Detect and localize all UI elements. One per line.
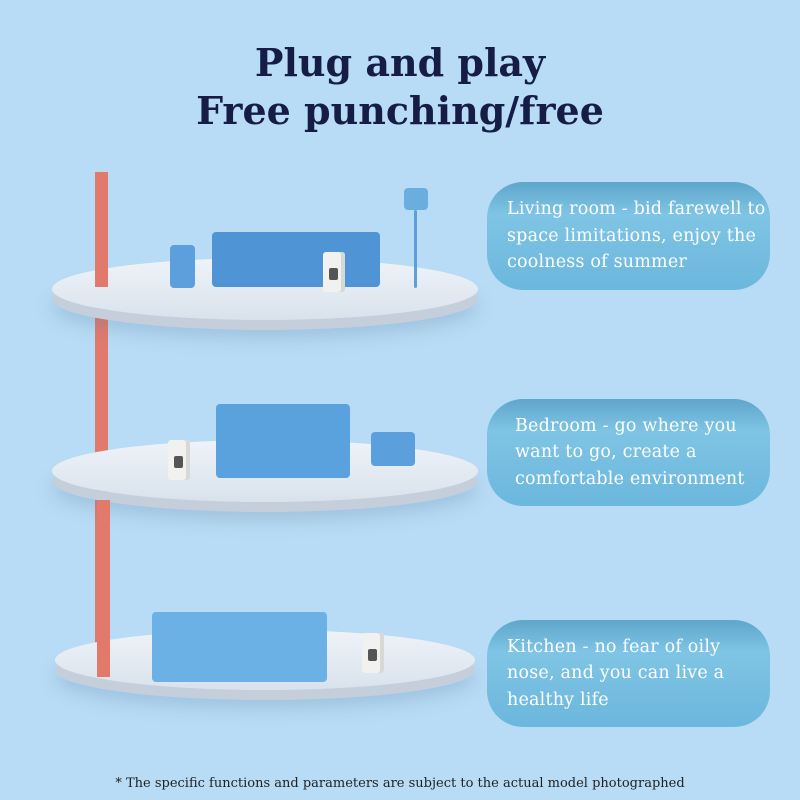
sofa [212,232,380,287]
caption-text: Living room - bid farewell to space limi… [507,199,766,273]
caption-bedroom: Bedroom - go where you want to go, creat… [487,399,770,506]
caption-text: Bedroom - go where you want to go, creat… [515,415,745,489]
nightstand [371,432,415,466]
lamp-stand [414,210,417,288]
bed [216,404,350,478]
title-line-2: Free punching/free [196,88,604,133]
support-pole-top [95,172,108,287]
caption-living-room: Living room - bid farewell to space limi… [487,182,770,290]
air-conditioner-bedroom [168,440,190,480]
support-pole-bottom [97,500,110,677]
caption-text: Kitchen - no fear of oily nose, and you … [507,636,725,710]
side-table [170,245,195,288]
caption-kitchen: Kitchen - no fear of oily nose, and you … [487,620,770,727]
air-conditioner-living [323,252,345,292]
kitchen-counter [152,612,327,682]
footnote: * The specific functions and parameters … [115,776,685,791]
floor-lamp [404,188,428,210]
title-line-1: Plug and play [254,40,546,85]
air-conditioner-kitchen [362,633,384,673]
